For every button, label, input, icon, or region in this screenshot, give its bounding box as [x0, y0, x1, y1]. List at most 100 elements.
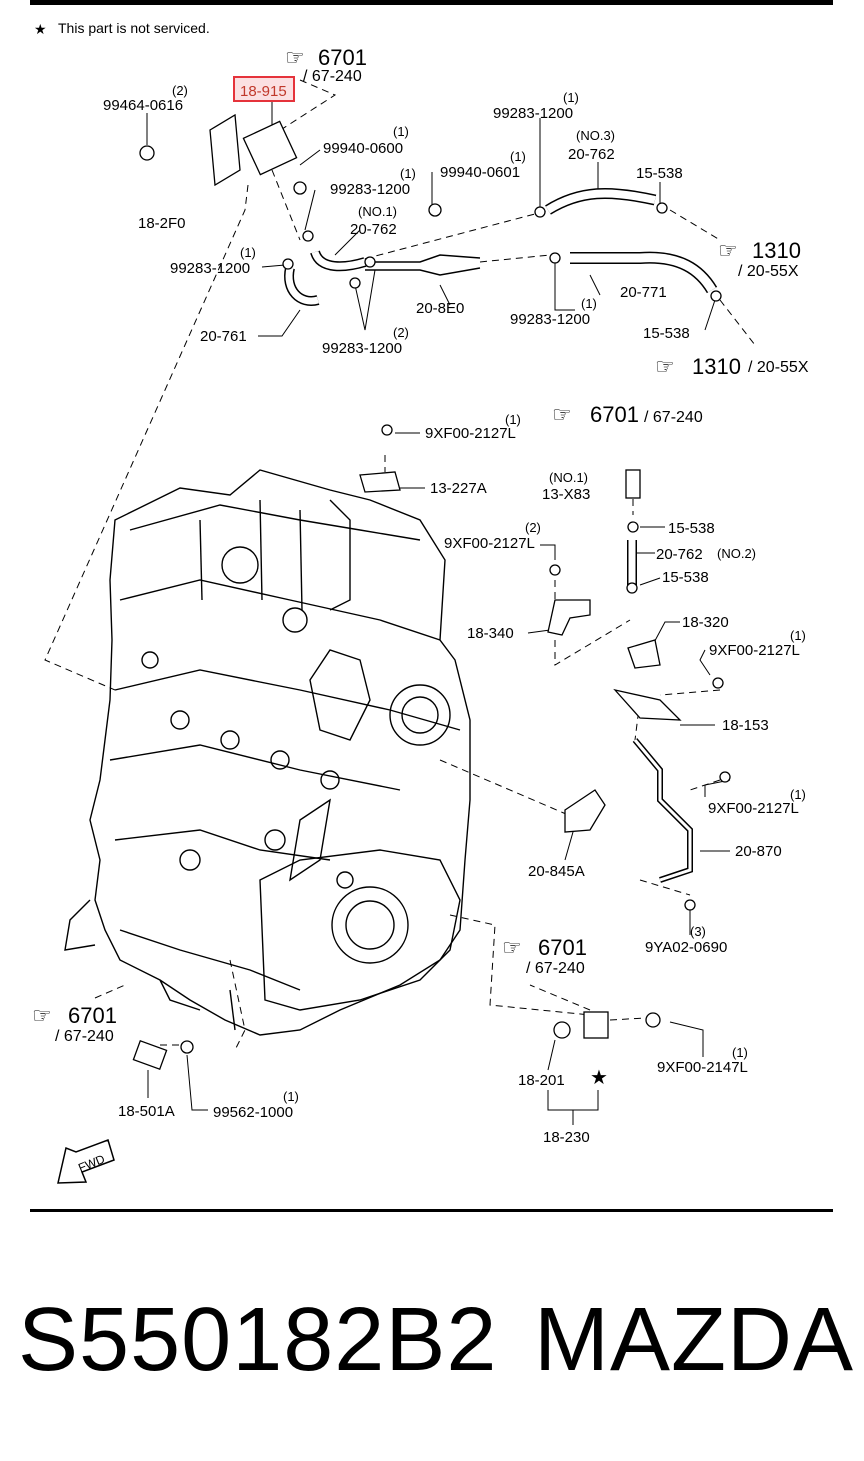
qty-9ya02: (3) — [690, 924, 706, 939]
part-label-20-8e0[interactable]: 20-8E0 — [416, 300, 464, 317]
part-label-9xf00-2127l-a[interactable]: 9XF00-2127L — [425, 425, 516, 442]
ref-subsection: / 67-240 — [55, 1028, 114, 1045]
part-label-15-538-c[interactable]: 15-538 — [668, 520, 715, 537]
part-label-18-2f0[interactable]: 18-2F0 — [138, 215, 186, 232]
ref-subsection: / 20-55X — [748, 359, 809, 376]
qty-9xf-2147: (1) — [732, 1045, 748, 1060]
part-label-9xf00-2127l-c[interactable]: 9XF00-2127L — [709, 642, 800, 659]
dashed-leaders — [44, 79, 756, 1051]
oring-18-201 — [553, 1021, 571, 1039]
nut-99940-0601 — [428, 203, 442, 217]
ref-subsection: / 67-240 — [644, 409, 703, 426]
hand-pointer-icon: ☞ — [552, 402, 572, 427]
part-label-15-538-a[interactable]: 15-538 — [636, 165, 683, 182]
ref-subsection: / 67-240 — [526, 960, 585, 977]
bolt-9xf-d — [719, 771, 731, 783]
part-label-20-771[interactable]: 20-771 — [620, 284, 667, 301]
hoses — [284, 188, 718, 883]
part-label-18-201[interactable]: 18-201 — [518, 1072, 565, 1089]
ref-6701-right[interactable]: ☞ 6701 / 67-240 — [502, 935, 587, 977]
qty-99283-b: (1) — [240, 245, 256, 260]
part-label-99283-1200-b[interactable]: 99283-1200 — [170, 260, 250, 277]
part-label-99464-0616[interactable]: 99464-0616 — [103, 97, 183, 114]
qty-20-762-no2: (NO.2) — [717, 546, 756, 561]
note-text: This part is not serviced. — [58, 20, 210, 36]
part-label-99562-1000[interactable]: 99562-1000 — [213, 1104, 293, 1121]
part-label-13-x83[interactable]: 13-X83 — [542, 486, 590, 503]
part-label-13-227a[interactable]: 13-227A — [430, 480, 487, 497]
part-label-99940-0601[interactable]: 99940-0601 — [440, 164, 520, 181]
ref-subsection: / 67-240 — [303, 68, 362, 85]
bracket-18-153 — [613, 688, 682, 721]
bolt-9xf-2147 — [645, 1012, 661, 1028]
footer-brand: MAZDA — [534, 1290, 854, 1390]
sensor-18-230 — [583, 1011, 609, 1039]
part-label-99940-0600[interactable]: 99940-0600 — [323, 140, 403, 157]
ref-1310-a[interactable]: ☞ 1310 / 20-55X — [718, 238, 801, 280]
qty-99283-a: (1) — [563, 90, 579, 105]
part-label-20-762-no2[interactable]: 20-762 — [656, 546, 703, 563]
bottom-rule — [30, 1209, 833, 1212]
ref-6701-mid[interactable]: ☞ 6701 / 67-240 — [552, 402, 703, 427]
top-rule — [30, 0, 833, 5]
ref-1310-b[interactable]: ☞ 1310 / 20-55X — [655, 354, 809, 379]
highlight-part-label[interactable]: 18-915 — [240, 83, 287, 100]
qty-9xf-c: (1) — [790, 628, 806, 643]
ref-number: 6701 — [68, 1003, 117, 1028]
part-label-9xf00-2127l-d[interactable]: 9XF00-2127L — [708, 800, 799, 817]
part-label-18-340[interactable]: 18-340 — [467, 625, 514, 642]
ref-6701-left[interactable]: ☞ 6701 / 67-240 — [32, 1003, 117, 1045]
hand-pointer-icon: ☞ — [502, 935, 522, 960]
part-label-9xf00-2147l[interactable]: 9XF00-2147L — [657, 1059, 748, 1076]
part-label-99283-1200-e[interactable]: 99283-1200 — [322, 340, 402, 357]
sensor-18-501a — [132, 1039, 168, 1071]
ref-number: 6701 — [318, 45, 367, 70]
part-label-20-762-no3[interactable]: 20-762 — [568, 146, 615, 163]
part-label-18-320[interactable]: 18-320 — [682, 614, 729, 631]
ref-number: 1310 — [752, 238, 801, 263]
not-serviced-star-icon: ★ — [590, 1067, 608, 1089]
washer-99562 — [180, 1040, 194, 1054]
part-label-20-845a[interactable]: 20-845A — [528, 863, 585, 880]
qty-9xf-a: (1) — [505, 412, 521, 427]
footer-part-number: S550182B2 — [18, 1290, 498, 1390]
part-label-18-501a[interactable]: 18-501A — [118, 1103, 175, 1120]
nut-99940-0600 — [293, 181, 307, 195]
part-label-18-230[interactable]: 18-230 — [543, 1129, 590, 1146]
bolt-9xf-c — [712, 677, 724, 689]
qty-99283-c: (1) — [510, 149, 526, 164]
part-label-20-761[interactable]: 20-761 — [200, 328, 247, 345]
qty-9xf-d: (1) — [790, 787, 806, 802]
qty-99940-0601: (1) — [400, 166, 416, 181]
hand-pointer-icon: ☞ — [718, 238, 738, 263]
note-star-icon: ★ — [34, 21, 47, 37]
bolt-9ya02 — [684, 899, 696, 911]
solenoid-18-915 — [242, 120, 298, 176]
qty-99464: (2) — [172, 83, 188, 98]
bolt-9xf-b — [549, 564, 561, 576]
part-label-15-538-d[interactable]: 15-538 — [662, 569, 709, 586]
bracket-18-340 — [547, 599, 591, 636]
part-label-20-870[interactable]: 20-870 — [735, 843, 782, 860]
solid-leaders — [146, 100, 731, 1125]
part-label-9xf00-2127l-b[interactable]: 9XF00-2127L — [444, 535, 535, 552]
qty-9xf-b: (2) — [525, 520, 541, 535]
part-label-18-153[interactable]: 18-153 — [722, 717, 769, 734]
engine-block-illustration — [64, 469, 471, 1036]
gasket-20-845a — [564, 789, 606, 833]
qty-99283-e: (2) — [393, 325, 409, 340]
part-label-99283-1200-a[interactable]: 99283-1200 — [493, 105, 573, 122]
part-label-20-762-no1[interactable]: 20-762 — [350, 221, 397, 238]
part-label-15-538-b[interactable]: 15-538 — [643, 325, 690, 342]
qty-99283-d: (1) — [581, 296, 597, 311]
bracket-18-2f0 — [209, 113, 241, 187]
qty-99940-0600: (1) — [393, 124, 409, 139]
part-label-9ya02-0690[interactable]: 9YA02-0690 — [645, 939, 727, 956]
sensor-18-320 — [627, 639, 661, 669]
ref-6701-top[interactable]: ☞ 6701 / 67-240 — [285, 45, 367, 85]
ref-number: 6701 — [590, 402, 639, 427]
part-label-99283-1200-d[interactable]: 99283-1200 — [510, 311, 590, 328]
part-label-99283-1200-c[interactable]: 99283-1200 — [330, 181, 410, 198]
